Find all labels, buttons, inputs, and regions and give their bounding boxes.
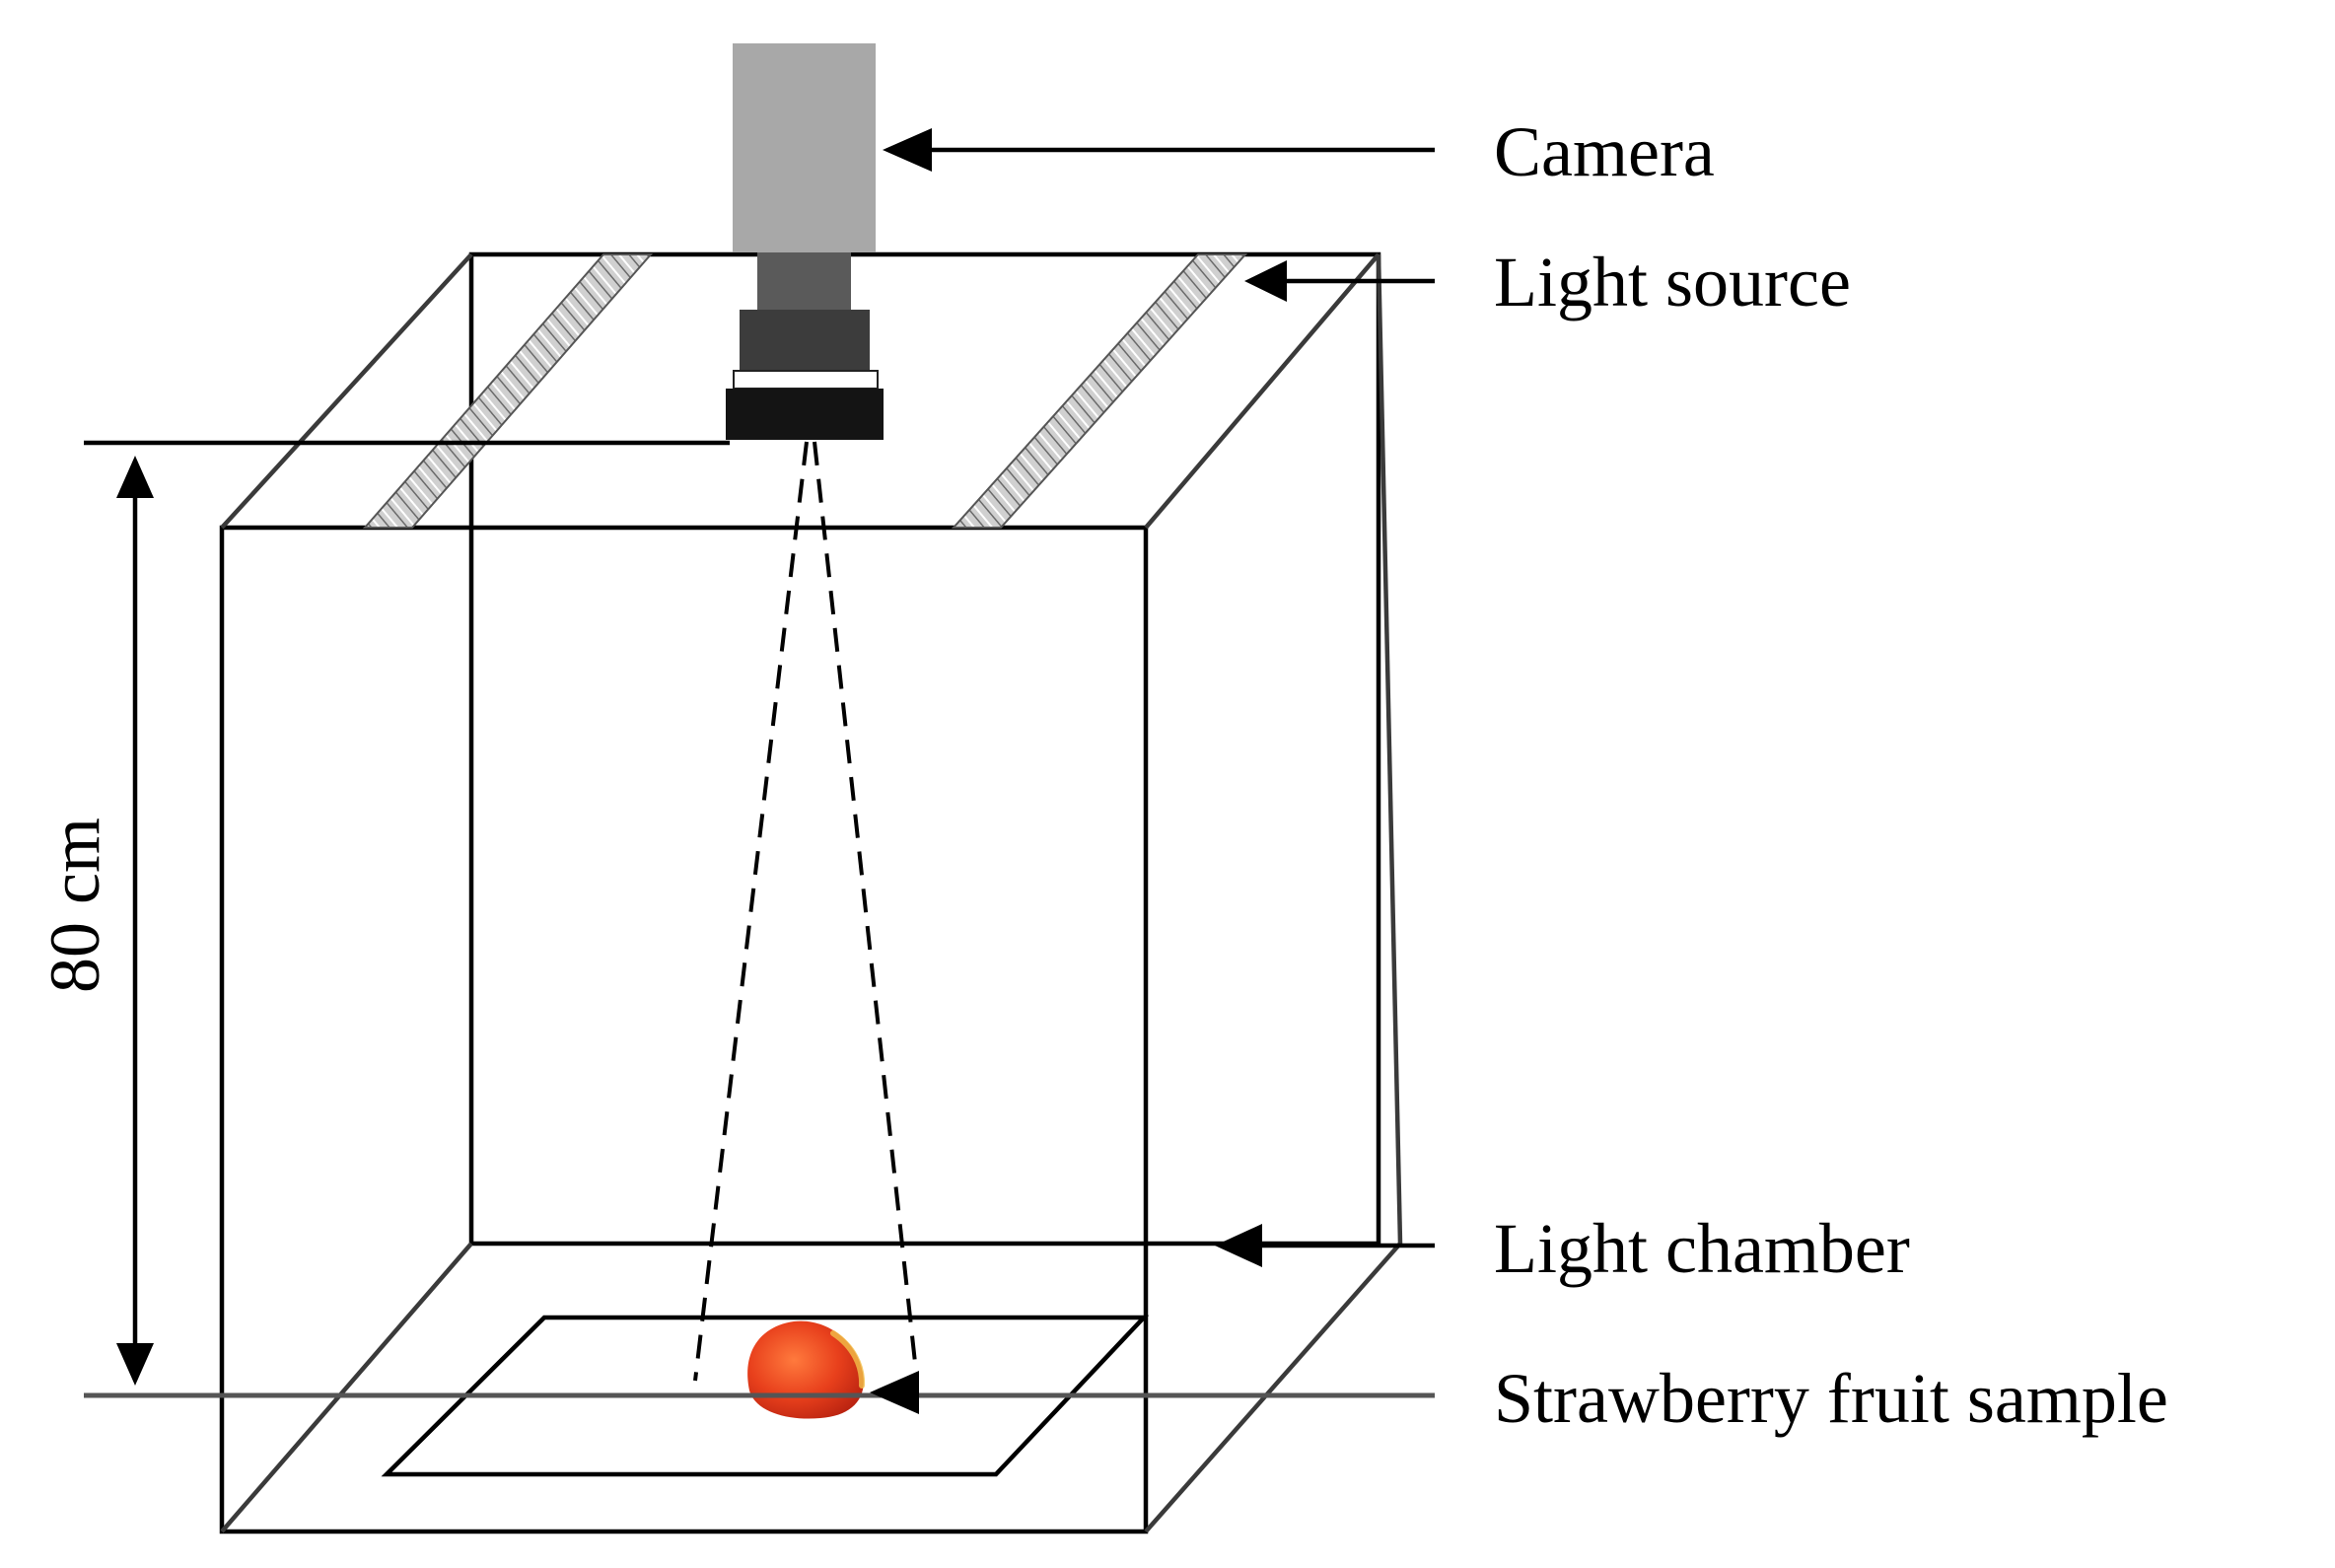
height-dimension: 80 cm: [35, 440, 1435, 1398]
chamber-edge-bottom-right: [1144, 1242, 1402, 1533]
light-chamber-label: Light chamber: [1494, 1209, 1910, 1288]
chamber-edge-top-right: [1144, 252, 1380, 530]
camera-lens-front: [726, 389, 884, 440]
strawberry-fruit: [747, 1320, 864, 1419]
camera-pointer-arrow: [883, 128, 932, 172]
light-chamber-box: [219, 251, 1403, 1534]
chamber-edge-back-right: [1376, 253, 1403, 1245]
camera-body: [733, 43, 876, 252]
light-source-pointer-arrow: [1244, 260, 1287, 302]
lamp-left: [362, 253, 654, 529]
camera: [726, 43, 884, 440]
chamber-back-face: [468, 251, 1381, 1247]
dimension-arrow-bottom: [116, 1343, 154, 1386]
dimension-arrow-top: [116, 456, 154, 498]
chamber-edge-bottom-left: [220, 1242, 473, 1533]
camera-neck: [757, 252, 851, 310]
field-of-view: [693, 441, 919, 1382]
sample-pointer-arrow: [870, 1371, 919, 1414]
strawberry-highlight: [830, 1330, 866, 1389]
fov-line-right: [813, 441, 919, 1382]
lamp-right: [951, 253, 1248, 529]
light-source-label: Light source: [1494, 243, 1851, 321]
callouts: [870, 128, 1435, 1414]
camera-label: Camera: [1494, 112, 1715, 191]
camera-lens-ring: [740, 310, 870, 371]
height-label: 80 cm: [35, 818, 114, 993]
strawberry-sample: [747, 1320, 866, 1419]
chamber-edge-top-left: [220, 252, 473, 530]
sample-tray: [381, 1315, 1150, 1477]
light-source-lamps: [362, 253, 1248, 529]
fov-line-left: [693, 441, 809, 1382]
chamber-front-face: [219, 525, 1149, 1534]
camera-lens-gap: [733, 370, 879, 390]
sample-label: Strawberry fruit sample: [1494, 1359, 2168, 1438]
light-chamber-pointer-arrow: [1215, 1224, 1262, 1267]
